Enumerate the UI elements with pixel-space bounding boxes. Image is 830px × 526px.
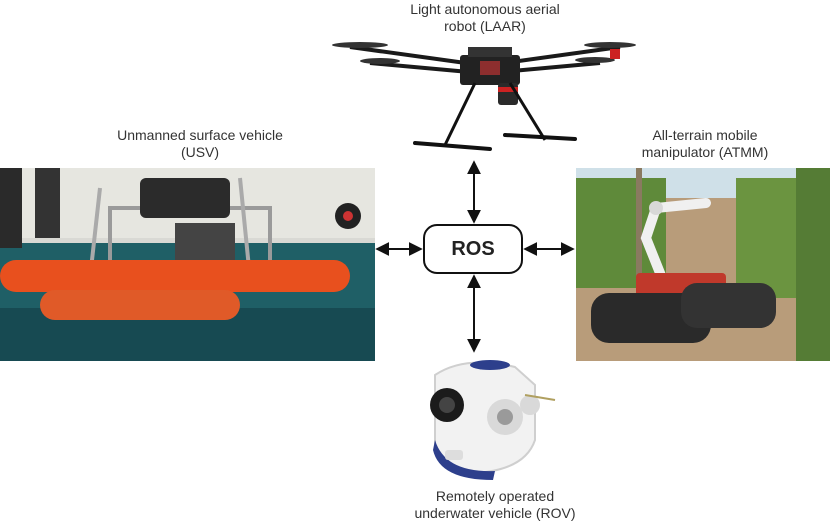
atmm-label-line1: All-terrain mobile <box>652 127 758 143</box>
laar-label-line2: robot (LAAR) <box>444 18 526 34</box>
usv-label-line2: (USV) <box>180 144 220 160</box>
atmm-label: All-terrain mobile manipulator (ATMM) <box>600 127 810 161</box>
laar-label-line1: Light autonomous aerial <box>410 1 560 17</box>
atmm-label-line2: manipulator (ATMM) <box>641 144 769 160</box>
laar-drone-image <box>330 35 640 160</box>
usv-label-line1: Unmanned surface vehicle <box>117 127 283 143</box>
usv-label: Unmanned surface vehicle (USV) <box>80 127 320 161</box>
rov-label: Remotely operated underwater vehicle (RO… <box>380 488 610 522</box>
laar-label: Light autonomous aerial robot (LAAR) <box>395 1 575 35</box>
rov-image <box>405 355 565 480</box>
ros-label: ROS <box>451 237 495 260</box>
rov-label-line1: Remotely operated <box>435 488 555 504</box>
rov-label-line2: underwater vehicle (ROV) <box>414 505 576 521</box>
ros-node: ROS <box>423 224 523 274</box>
atmm-image <box>576 168 830 361</box>
usv-image <box>0 168 375 361</box>
